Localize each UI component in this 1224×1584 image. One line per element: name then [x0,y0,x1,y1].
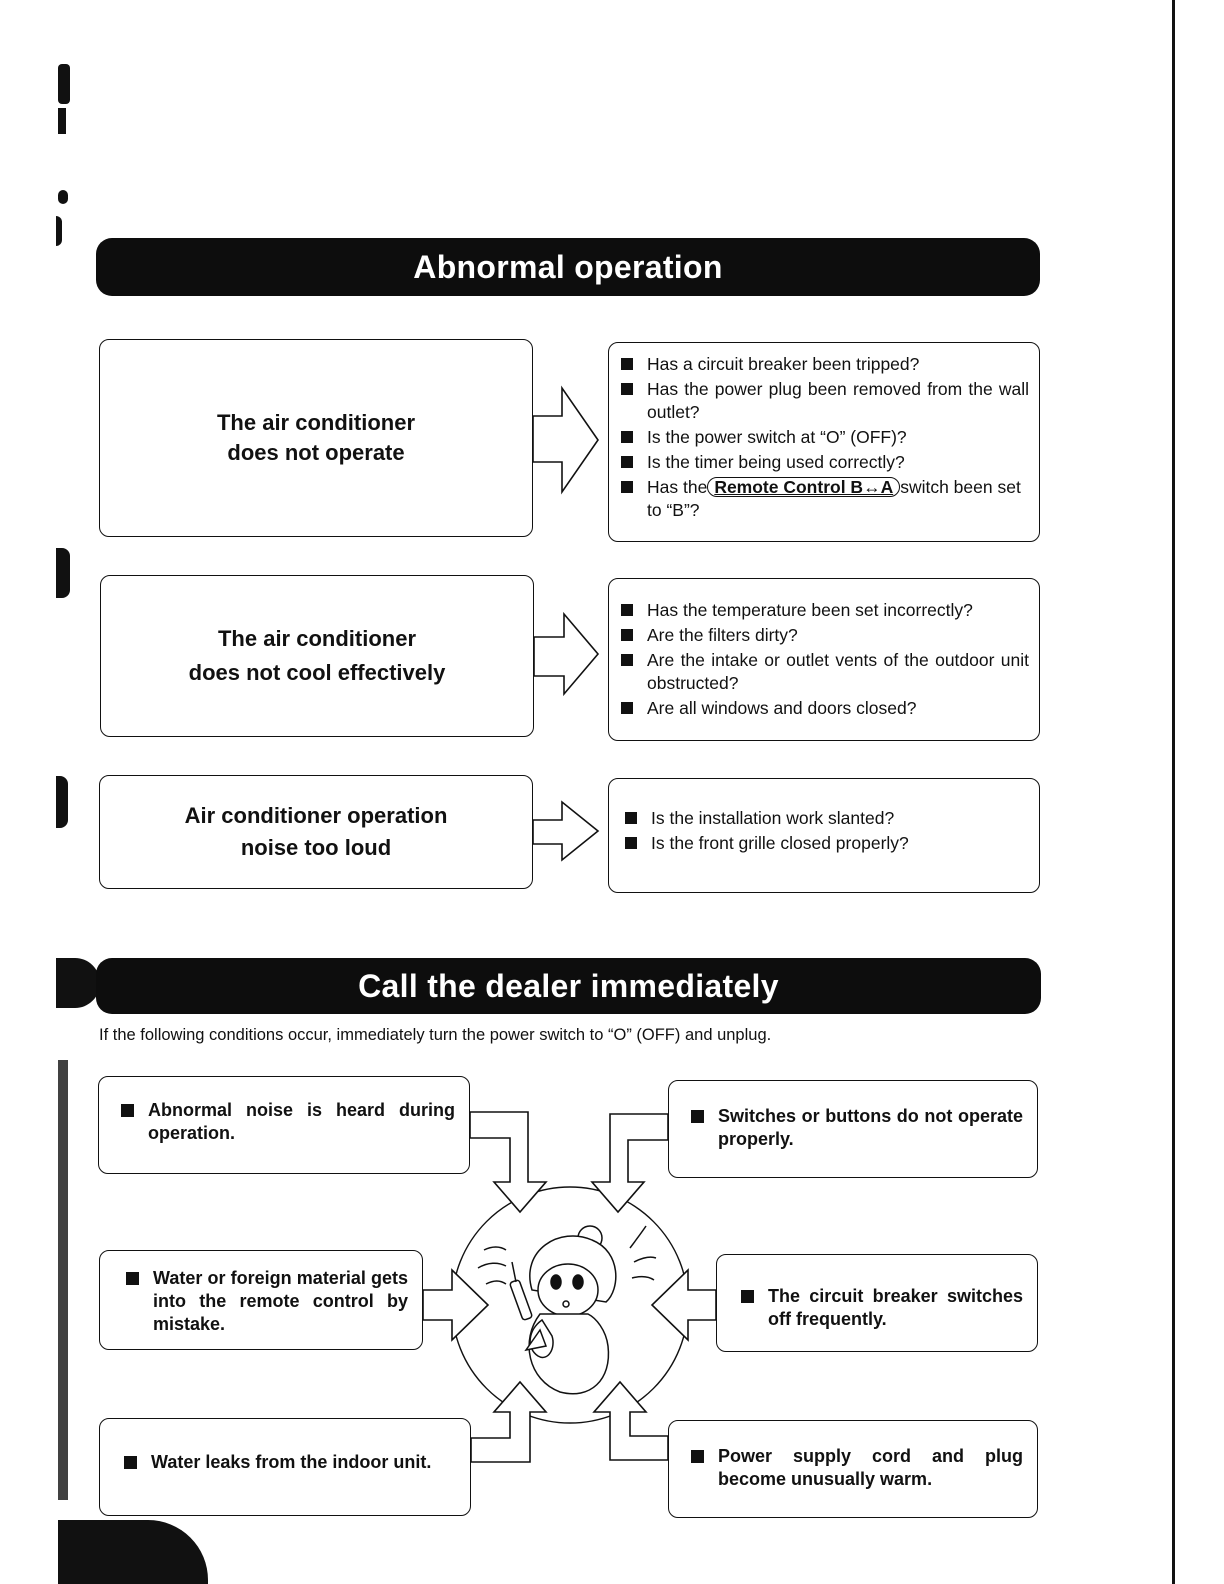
arrow-down-right-icon [469,1111,548,1214]
bullet-square-icon [621,481,633,493]
problem-line: The air conditioner [217,626,417,651]
scan-mark [58,1520,208,1584]
arrow-up-left-icon [592,1380,669,1461]
intro-text: If the following conditions occur, immed… [99,1026,772,1044]
bullet-square-icon [621,702,633,714]
scan-edge-right [1172,0,1175,1584]
arrow-left-icon [650,1268,717,1342]
arrow-down-left-icon [590,1113,669,1214]
condition-box-mid-right: The circuit breaker switches off frequen… [716,1254,1038,1352]
bullet-square-icon [621,456,633,468]
checklist-item: Has a circuit breaker been tripped? [619,353,1029,376]
checklist-item: Is the front grille closed properly? [623,832,1029,855]
bullet-square-icon [625,837,637,849]
checklist-item: Has the temperature been set incorrectly… [619,599,1029,622]
scan-mark [58,64,70,104]
arrow-up-right-icon [470,1380,548,1463]
bullet-square-icon [621,629,633,641]
checklist-item: Are the intake or outlet vents of the ou… [619,649,1029,695]
problem-line: does not cool effectively [188,660,446,685]
problem-box: Air conditioner operation noise too loud [99,775,533,889]
scan-mark [56,776,68,828]
bullet-square-icon [691,1110,704,1123]
problem-line: The air conditioner [216,410,416,435]
problem-box: The air conditioner does not operate [99,339,533,537]
scan-mark [58,190,68,204]
checklist-item: Are all windows and doors closed? [619,697,1029,720]
scan-mark [58,108,66,134]
checklist-item: Is the timer being used correctly? [619,451,1029,474]
bullet-square-icon [691,1450,704,1463]
scan-mark [58,1060,68,1500]
bullet-square-icon [621,358,633,370]
scan-mark [56,958,100,1008]
checklist-box: Has the temperature been set incorrectly… [608,578,1040,741]
checklist-item: Are the filters dirty? [619,624,1029,647]
bullet-square-icon [621,383,633,395]
checklist-item: Is the power switch at “O” (OFF)? [619,426,1029,449]
checklist-box: Is the installation work slanted? Is the… [608,778,1040,893]
bullet-square-icon [126,1272,139,1285]
bullet-square-icon [621,604,633,616]
section-title: Abnormal operation [413,248,723,285]
problem-box: The air conditioner does not cool effect… [100,575,534,737]
bullet-square-icon [124,1456,137,1469]
checklist-item: Is the installation work slanted? [623,807,1029,830]
problem-line: noise too loud [240,835,392,860]
condition-box-top-right: Switches or buttons do not operate prope… [668,1080,1038,1178]
bullet-square-icon [741,1290,754,1303]
bullet-square-icon [625,812,637,824]
condition-box-bottom-left: Water leaks from the indoor unit. [99,1418,471,1516]
problem-line: Air conditioner operation [184,803,448,828]
arrow-right-icon [422,1268,490,1342]
checklist-item: Has the power plug been removed from the… [619,378,1029,424]
section-title: Call the dealer immediately [358,967,779,1004]
section-banner-abnormal-operation: Abnormal operation [96,238,1040,296]
condition-box-bottom-right: Power supply cord and plug become unusua… [668,1420,1038,1518]
condition-box-mid-left: Water or foreign material gets into the … [99,1250,423,1350]
scan-mark [56,548,70,598]
arrow-right-icon [533,611,600,697]
problem-line: does not operate [227,440,405,465]
condition-box-top-left: Abnormal noise is heard during operation… [98,1076,470,1174]
remote-control-switch-label: Remote Control B↔A [707,477,901,497]
checklist-box: Has a circuit breaker been tripped? Has … [608,342,1040,542]
bullet-square-icon [621,654,633,666]
bullet-square-icon [621,431,633,443]
section-banner-call-dealer: Call the dealer immediately [96,958,1041,1014]
woman-on-phone-illustration [477,1225,657,1395]
scan-mark [56,216,62,246]
arrow-right-icon [532,385,599,495]
bullet-square-icon [121,1104,134,1117]
arrow-right-icon [532,800,600,862]
